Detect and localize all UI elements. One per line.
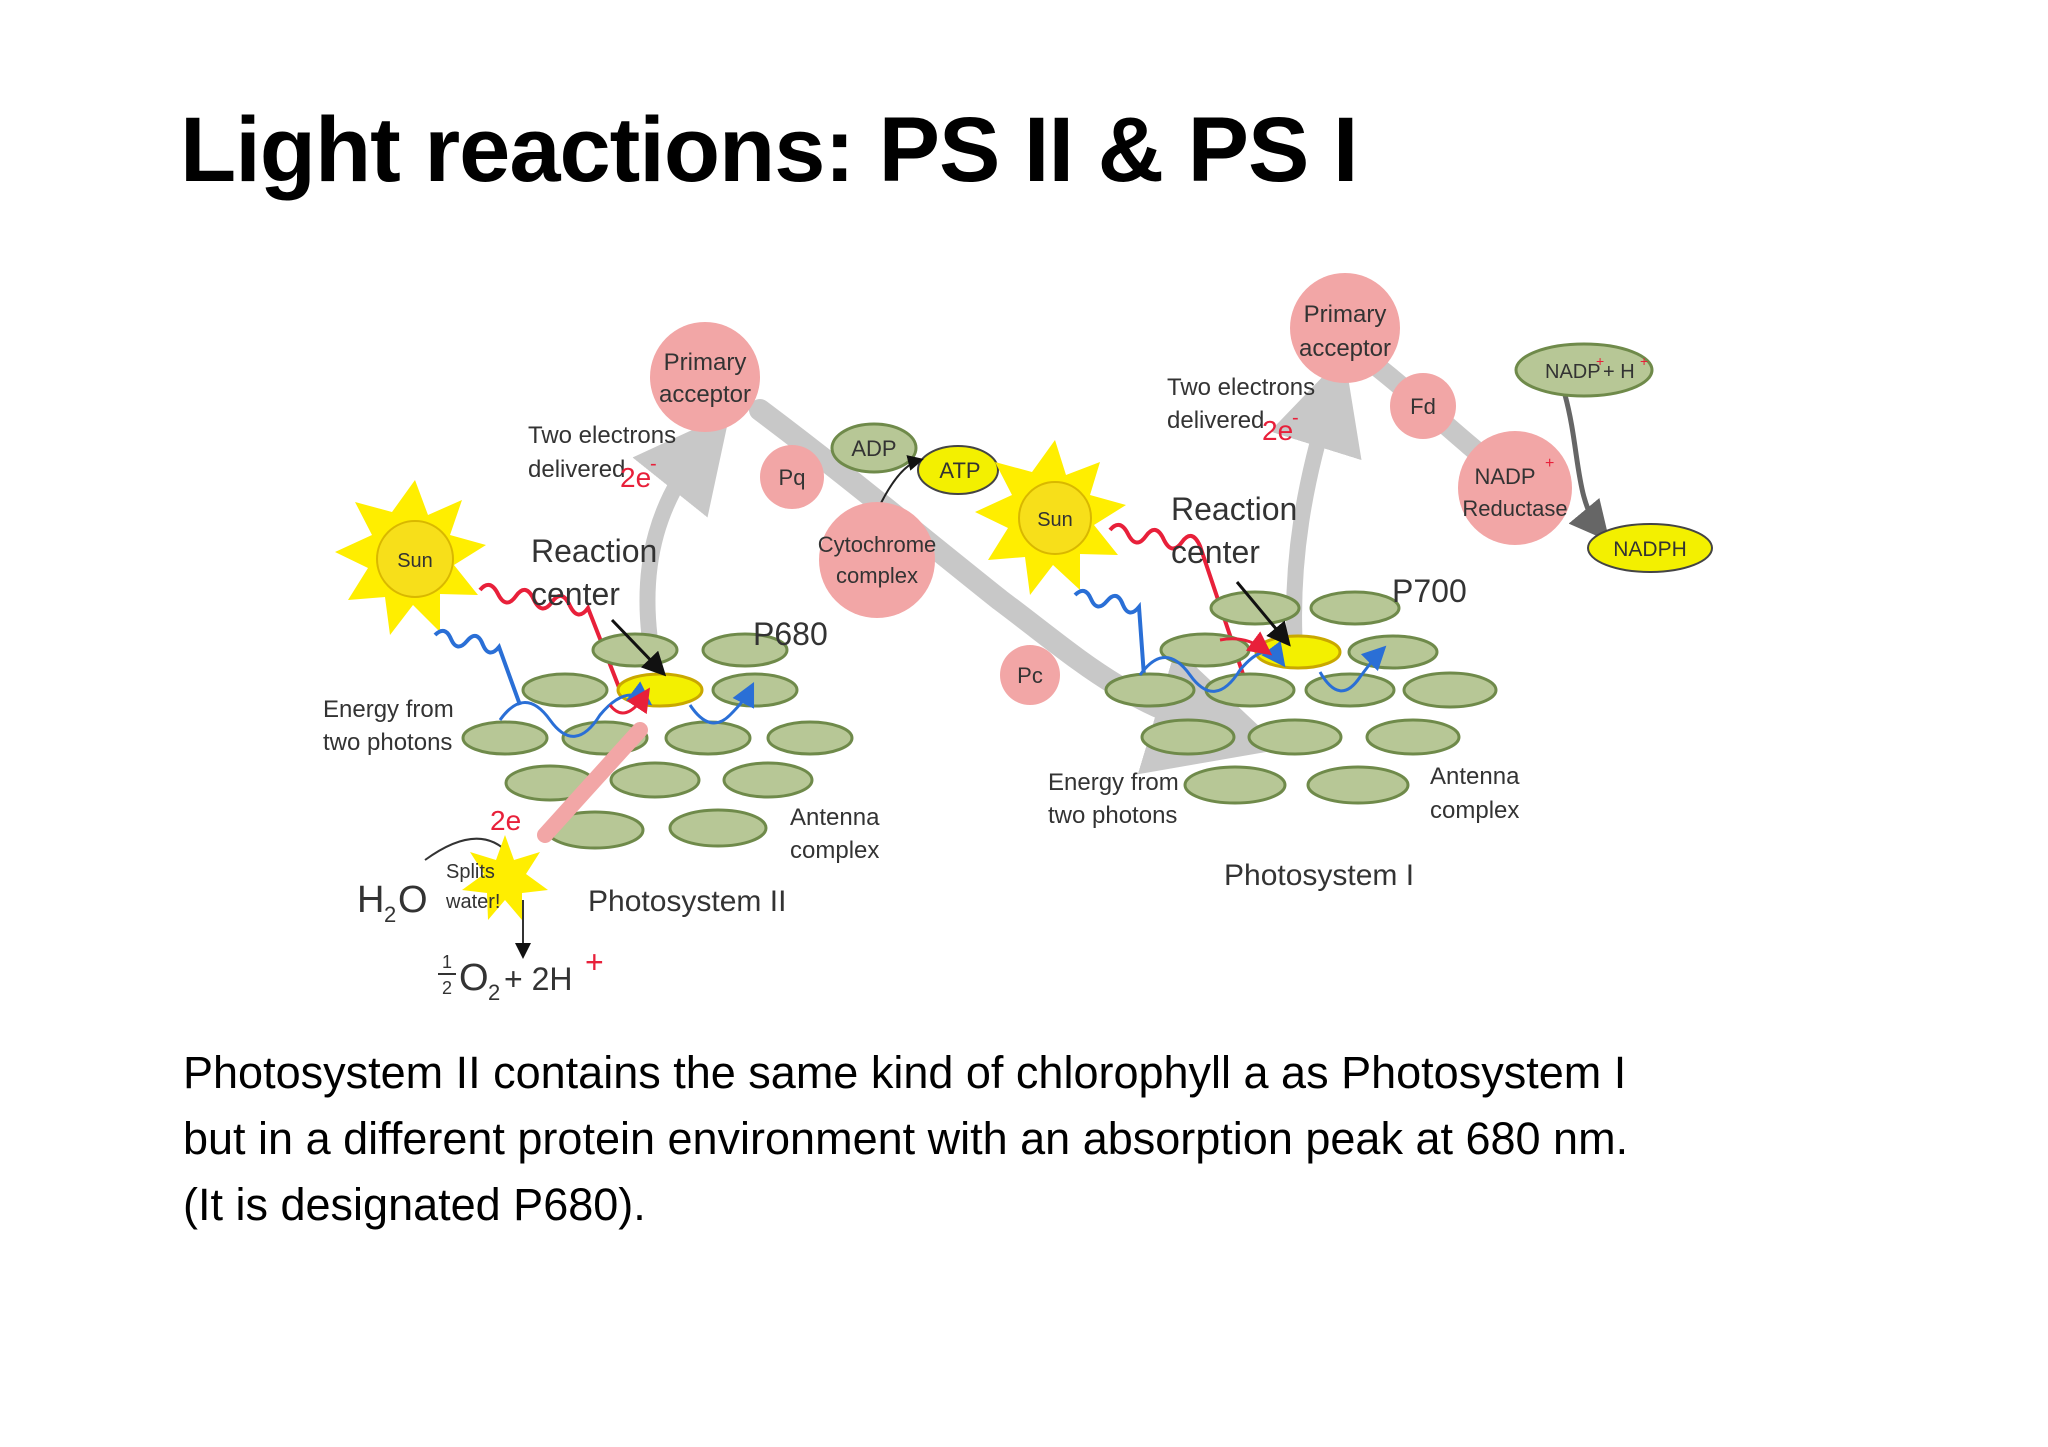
two-electrons-label: Two electrons <box>1167 374 1315 401</box>
blue-photon-icon <box>1073 588 1147 691</box>
svg-text:Pc: Pc <box>1017 663 1043 688</box>
reaction-center-pointer <box>1235 581 1291 647</box>
svg-text:Primary: Primary <box>1304 301 1387 328</box>
electron-carriers: Pq ADP ATP Cytochrome complex Pc Fd NADP… <box>760 342 1713 705</box>
h2o-label: H <box>357 879 384 921</box>
svg-text:ADP: ADP <box>851 436 896 461</box>
center-label: center <box>1171 534 1260 570</box>
photosystem-ii: Sun <box>323 322 880 1005</box>
caption-line: Photosystem II contains the same kind of… <box>183 1047 1627 1098</box>
svg-text:2: 2 <box>488 980 500 1005</box>
svg-text:+: + <box>1640 353 1648 369</box>
reaction-label: Reaction <box>531 533 657 569</box>
svg-text:+: + <box>585 944 604 980</box>
adp-atp-cycle: ADP ATP <box>830 422 999 506</box>
nadp-reductase: NADP + Reductase <box>1458 431 1572 545</box>
two-e-label: 2e <box>620 462 651 493</box>
energy-from-label: Energy from <box>323 696 454 723</box>
red-photon-icon <box>1108 522 1252 696</box>
blue-photon-icon <box>433 628 522 706</box>
two-photons-label: two photons <box>1048 802 1177 829</box>
o2-label: O <box>459 957 489 999</box>
svg-text:2: 2 <box>442 978 452 998</box>
two-photons-label: two photons <box>323 729 452 756</box>
photosystem-i-label: Photosystem I <box>1224 859 1414 892</box>
delivered-label: delivered <box>528 456 625 483</box>
center-label: center <box>531 576 620 612</box>
red-transfer-arrow <box>1219 631 1273 656</box>
fd-carrier: Fd <box>1390 373 1456 439</box>
caption-line: but in a different protein environment w… <box>183 1113 1629 1164</box>
antenna-label: Antenna <box>1430 763 1520 790</box>
two-e-bottom-label: 2e <box>490 805 521 836</box>
svg-text:ATP: ATP <box>939 458 980 483</box>
svg-text:complex: complex <box>836 563 918 588</box>
slide-title: Light reactions: PS II & PS I <box>180 99 1358 201</box>
p700-label: P700 <box>1392 573 1467 609</box>
nadp-plus-h: NADP + + H + <box>1514 342 1654 398</box>
sun-label: Sun <box>397 550 433 572</box>
complex-label: complex <box>1430 797 1519 824</box>
svg-text:NADP: NADP <box>1545 361 1601 383</box>
energy-transfer-arrows <box>498 681 755 738</box>
p680-reaction-center <box>616 672 704 708</box>
svg-text:NADP: NADP <box>1474 464 1535 489</box>
cytochrome-complex: Cytochrome complex <box>818 502 937 618</box>
pq-carrier: Pq <box>760 445 824 509</box>
splits-label: Splits <box>446 861 495 883</box>
reaction-label: Reaction <box>1171 491 1297 527</box>
delivered-label: delivered <box>1167 407 1264 434</box>
two-e-label: 2e <box>1262 415 1293 446</box>
svg-text:O: O <box>398 879 428 921</box>
svg-text:Sun: Sun <box>1037 509 1073 531</box>
svg-text:-: - <box>650 453 657 475</box>
red-transfer-arrow <box>608 687 650 715</box>
caption-line: (It is designated P680). <box>183 1179 646 1230</box>
water-label: water! <box>445 891 500 913</box>
svg-text:Reductase: Reductase <box>1462 496 1567 521</box>
svg-text:+: + <box>1545 455 1554 472</box>
svg-text:NADPH: NADPH <box>1613 538 1687 561</box>
svg-text:Fd: Fd <box>1410 394 1436 419</box>
ps2-primary-acceptor: Primary acceptor <box>650 322 760 432</box>
svg-text:+: + <box>1596 353 1604 369</box>
svg-text:+ H: + H <box>1603 361 1635 383</box>
sun-icon: Sun <box>335 480 486 635</box>
nadp-to-nadph-arrow <box>1562 394 1610 542</box>
energy-from-label: Energy from <box>1048 769 1179 796</box>
nadph: NADPH <box>1587 523 1713 573</box>
slide-caption: Photosystem II contains the same kind of… <box>183 1040 1923 1238</box>
water-electron-arrow <box>537 722 648 843</box>
svg-text:2: 2 <box>384 902 396 927</box>
complex-label: complex <box>790 837 879 864</box>
reaction-center-pointer <box>610 618 667 677</box>
sun-icon: Sun <box>975 440 1126 595</box>
svg-text:Pq: Pq <box>779 465 806 490</box>
svg-text:-: - <box>1292 407 1299 429</box>
svg-text:acceptor: acceptor <box>659 381 751 408</box>
p680-label: P680 <box>753 616 828 652</box>
half-fraction: 1 <box>442 952 452 972</box>
svg-text:Cytochrome: Cytochrome <box>818 532 937 557</box>
red-photon-icon <box>478 582 622 691</box>
water-splitting: 2e Splits water! H 2 O 1 2 O 2 + 2H + <box>357 805 604 1005</box>
svg-text:acceptor: acceptor <box>1299 335 1391 362</box>
ps1-primary-acceptor: Primary acceptor <box>1290 273 1400 383</box>
antenna-discs <box>1104 590 1498 805</box>
antenna-label: Antenna <box>790 804 880 831</box>
svg-text:Primary: Primary <box>664 349 747 376</box>
photosystem-ii-label: Photosystem II <box>588 885 786 918</box>
pc-carrier: Pc <box>1000 645 1060 705</box>
two-h-label: + 2H <box>504 961 572 997</box>
photosystem-i: Sun Primary accept <box>975 273 1520 892</box>
two-electrons-label: Two electrons <box>528 422 676 449</box>
